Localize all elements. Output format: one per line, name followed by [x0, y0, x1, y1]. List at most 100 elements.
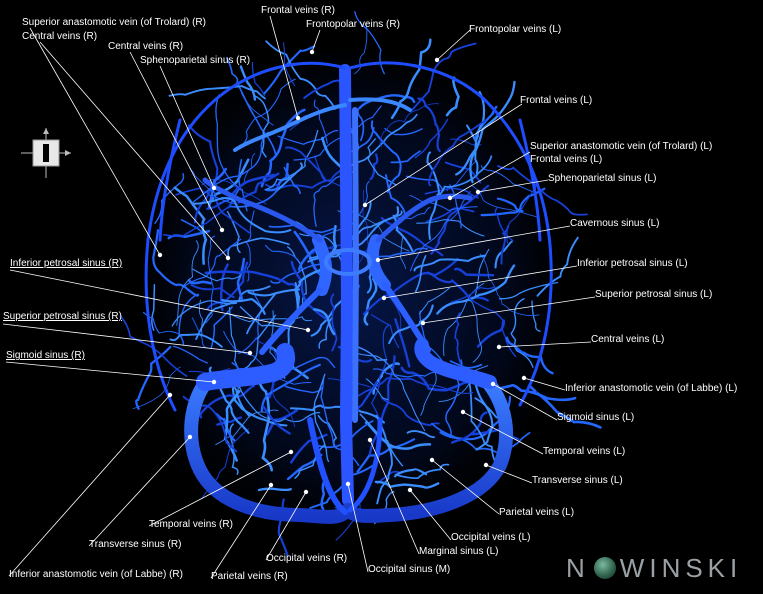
pointer-line-occipital-veins-l [409, 489, 452, 541]
cortical-vein [215, 94, 248, 212]
cortical-vein [192, 197, 292, 234]
cortical-vein [178, 293, 199, 346]
cortical-vein [171, 300, 238, 327]
cortical-vein [371, 314, 400, 349]
cortical-vein [282, 42, 296, 87]
cortical-vein [359, 413, 404, 467]
cortical-vein [290, 404, 385, 424]
cavernous-sinus-l-path [366, 234, 391, 291]
cortical-vein [240, 92, 274, 126]
pointer-line-central-veins-r-2 [129, 51, 223, 231]
cortical-vein [449, 360, 483, 369]
pointer-line-transverse-r [88, 436, 191, 547]
cortical-vein [135, 345, 172, 410]
label-sup-anastomotic-r: Superior anastomotic vein (of Trolard) (… [22, 17, 206, 28]
cortical-vein [236, 257, 246, 300]
orientation-marker [21, 128, 71, 178]
globe-icon [593, 557, 616, 579]
intercavernous-ring [324, 248, 372, 276]
pointer-dot-sigmoid-l [490, 381, 496, 387]
cortical-vein [294, 224, 338, 318]
cortical-vein [264, 244, 299, 261]
cortical-vein [263, 45, 316, 95]
label-parietal-r: Parietal veins (R) [211, 571, 288, 582]
cortical-vein [536, 236, 579, 297]
cortical-vein [277, 130, 339, 145]
pointer-dot-frontopolar-l [434, 57, 440, 63]
cortical-vein [346, 350, 426, 432]
sigmoid-sinus-r-path [196, 343, 296, 391]
cortical-vein [474, 105, 498, 145]
cortical-vein [498, 281, 559, 300]
label-pointers [2, 15, 596, 579]
cortical-vein [260, 108, 306, 188]
cortical-vein [168, 85, 266, 100]
pointer-dot-sphenoparietal-l [475, 189, 481, 195]
cortical-vein [204, 270, 298, 289]
label-cavernous-l: Cavernous sinus (L) [570, 218, 660, 229]
cortical-vein [394, 463, 450, 480]
cortical-vein [425, 207, 475, 223]
label-occipital-sinus-m: Occipital sinus (M) [368, 564, 451, 575]
pointer-dot-sup-anastomotic-r [157, 252, 163, 258]
label-sphenoparietal-r: Sphenoparietal sinus (R) [140, 55, 251, 66]
cortical-vein [400, 366, 479, 392]
pointer-dot-sigmoid-r [211, 379, 217, 385]
label-sphenoparietal-l: Sphenoparietal sinus (L) [548, 173, 657, 184]
cortical-vein [510, 298, 534, 368]
cortical-vein [411, 42, 477, 111]
cortical-vein [243, 78, 296, 144]
cortical-vein [160, 330, 183, 337]
cortical-vein [497, 165, 588, 216]
cortical-vein [231, 379, 288, 427]
cortical-vein [418, 287, 450, 315]
label-sigmoid-r: Sigmoid sinus (R) [6, 350, 85, 361]
outer-veins [144, 61, 553, 412]
cortical-vein [480, 165, 533, 193]
straight-sinus [352, 107, 359, 423]
cortical-vein [169, 333, 223, 348]
cortical-vein [476, 319, 506, 348]
pointer-dot-parietal-r [268, 482, 274, 488]
cortical-vein [426, 151, 440, 240]
dural-sinuses [184, 64, 513, 524]
pointer-line-sigmoid-l [492, 383, 558, 421]
label-inf-petrosal-r: Inferior petrosal sinus (R) [10, 258, 123, 269]
label-sigmoid-l: Sigmoid sinus (L) [557, 412, 635, 423]
cortical-vein [406, 175, 445, 192]
cortical-vein [494, 206, 514, 242]
cortical-vein [384, 127, 423, 136]
cortical-vein [260, 363, 321, 412]
pointer-line-frontopolar-r [311, 29, 321, 53]
sup-petrosal-l-path [382, 282, 431, 353]
cortical-vein [414, 118, 449, 159]
frontal-vein-r-bright [233, 103, 347, 152]
cortical-vein [438, 365, 489, 402]
pointer-line-sup-anastomotic-l [449, 151, 531, 199]
occipital-sinus-path [347, 417, 383, 513]
label-sup-anastomotic-l: Superior anastomotic vein (of Trolard) (… [530, 141, 713, 152]
cortical-vein [428, 384, 474, 394]
pointer-line-central-veins-l [498, 341, 592, 348]
label-central-veins-r-1: Central veins (R) [22, 31, 98, 42]
transverse-sinus-r-path [184, 373, 352, 524]
cortical-vein [370, 324, 391, 429]
cortical-vein [406, 430, 435, 439]
cortical-vein [531, 300, 541, 332]
cortical-vein [370, 120, 402, 193]
pointer-line-temporal-r [148, 451, 292, 527]
pointer-line-inf-petrosal-r [9, 269, 309, 331]
cortical-vein [393, 468, 428, 478]
cortical-vein [356, 438, 416, 473]
pointer-line-occipital-sinus-m [347, 483, 369, 573]
cortical-vein [354, 23, 368, 75]
label-inf-petrosal-l: Inferior petrosal sinus (L) [577, 258, 688, 269]
pointer-dot-central-veins-r-1 [225, 255, 231, 261]
cortical-vein [182, 238, 242, 288]
label-transverse-r: Transverse sinus (R) [89, 539, 182, 550]
cortical-vein [227, 312, 313, 323]
cortical-vein [506, 183, 538, 244]
sigmoid-sinus-l-path [414, 338, 497, 389]
